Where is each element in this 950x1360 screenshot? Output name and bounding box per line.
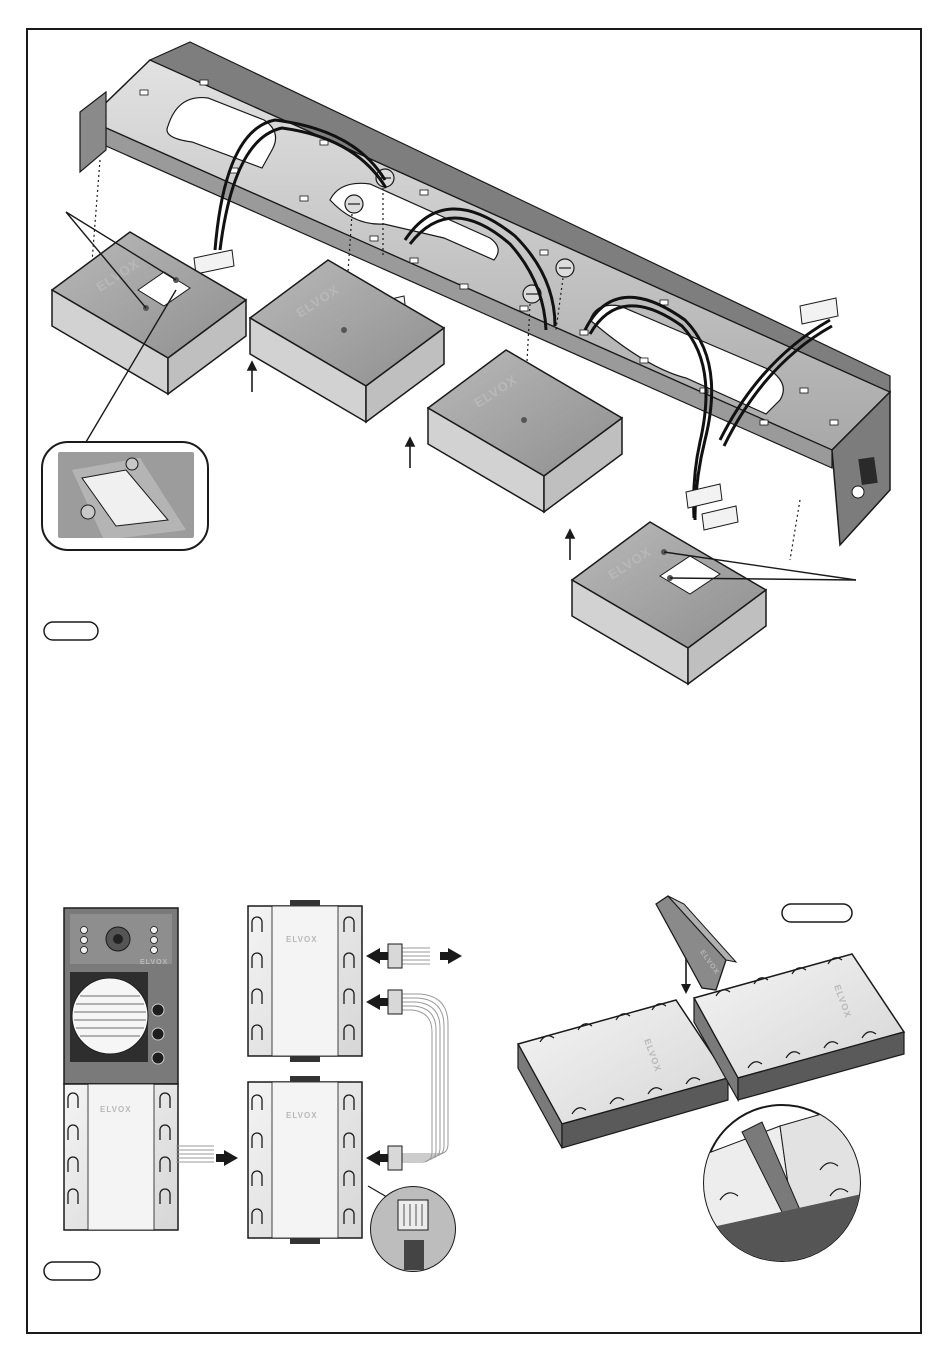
module-left-lower-logo: ELVOX: [100, 1105, 132, 1114]
joint-detail-circle: [690, 1100, 880, 1270]
fig-bottom-right-joining: ELVOX ELVOX ELVOX: [518, 896, 904, 1270]
module-middle-upper-logo: ELVOX: [286, 935, 318, 944]
module-right-b: ELVOX: [694, 954, 904, 1100]
module-4: ELVOX: [572, 522, 766, 684]
module-middle-lower-logo: ELVOX: [286, 1111, 318, 1120]
fig-top-mounting-frame: ELVOX ELVOX ELVOX ELVOX: [42, 42, 890, 684]
camera-speaker-unit: ELVOX: [64, 908, 178, 1084]
module-middle-upper: ELVOX: [248, 900, 362, 1062]
module-left-lower: ELVOX: [64, 1084, 178, 1230]
fig-bottom-left-label-oval: [44, 1262, 100, 1280]
joining-clip: ELVOX: [656, 896, 736, 990]
module-2: ELVOX: [250, 260, 444, 422]
panel-logo: ELVOX: [140, 959, 168, 966]
ribbon-connectors: [388, 944, 402, 1170]
fig-top-label-oval: [44, 622, 98, 640]
module-middle-lower: ELVOX: [248, 1076, 362, 1244]
connector-detail-circle: [371, 1187, 455, 1271]
fig-bottom-right-label-oval: [782, 904, 852, 922]
module-3: ELVOX: [428, 350, 622, 512]
fig-bottom-left-wiring: ELVOX ELVOX: [44, 900, 462, 1280]
down-arrow: [681, 984, 691, 994]
detail-inset: [42, 442, 208, 550]
